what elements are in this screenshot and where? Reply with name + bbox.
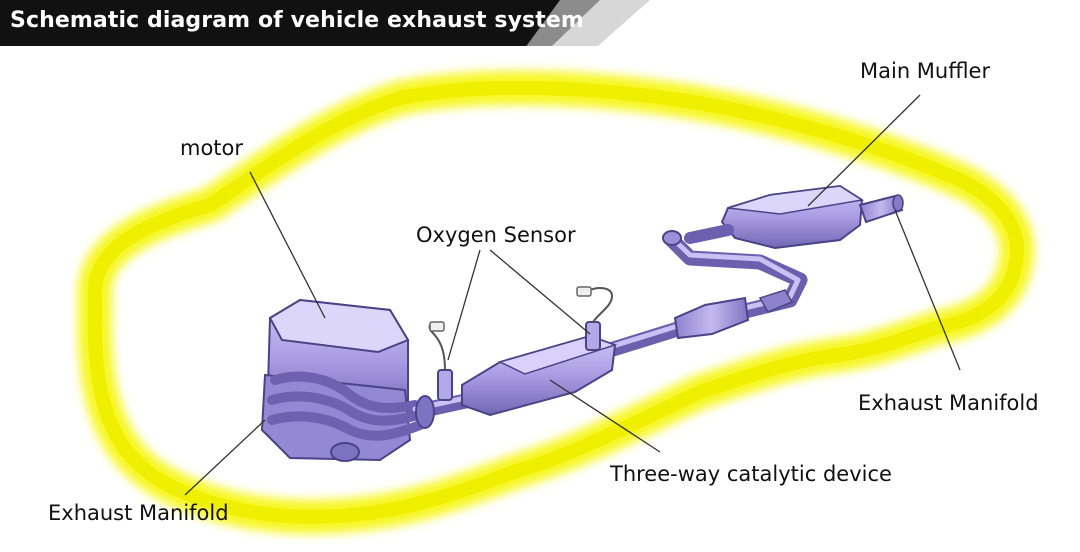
car-outline <box>77 70 1035 534</box>
leader-exhaust-manifold-right <box>894 209 961 371</box>
page-title: Schematic diagram of vehicle exhaust sys… <box>10 8 584 33</box>
resonator <box>673 289 794 340</box>
title-banner: Schematic diagram of vehicle exhaust sys… <box>0 0 650 46</box>
leader-lines <box>184 94 961 496</box>
car-outline-core <box>87 80 1025 524</box>
label-motor: motor <box>180 136 244 160</box>
leader-main-muffler <box>807 94 921 207</box>
tail-pipe <box>858 194 904 224</box>
engine <box>260 298 425 462</box>
label-exhaust-manifold-left: Exhaust Manifold <box>48 501 229 525</box>
label-main-muffler: Main Muffler <box>860 59 991 83</box>
manifold-pipes <box>267 371 425 441</box>
leader-oxygen-left <box>447 249 481 361</box>
title-banner-stripe-dark <box>0 0 560 46</box>
engine-top <box>268 298 410 354</box>
main-muffler <box>684 184 904 250</box>
label-oxygen-sensor: Oxygen Sensor <box>416 223 576 247</box>
leader-motor <box>249 171 326 319</box>
label-catalytic-device: Three-way catalytic device <box>610 462 892 486</box>
flange-rear <box>662 230 682 246</box>
leader-exhaust-manifold-left <box>184 419 266 496</box>
oxygen-sensor-downstream <box>576 286 614 351</box>
label-exhaust-manifold-right: Exhaust Manifold <box>858 391 1039 415</box>
leader-catalytic <box>549 379 661 453</box>
leader-oxygen-right <box>489 249 591 335</box>
engine-pulley <box>330 442 360 462</box>
oxygen-sensor-upstream <box>428 321 453 401</box>
flange-front <box>415 395 435 429</box>
